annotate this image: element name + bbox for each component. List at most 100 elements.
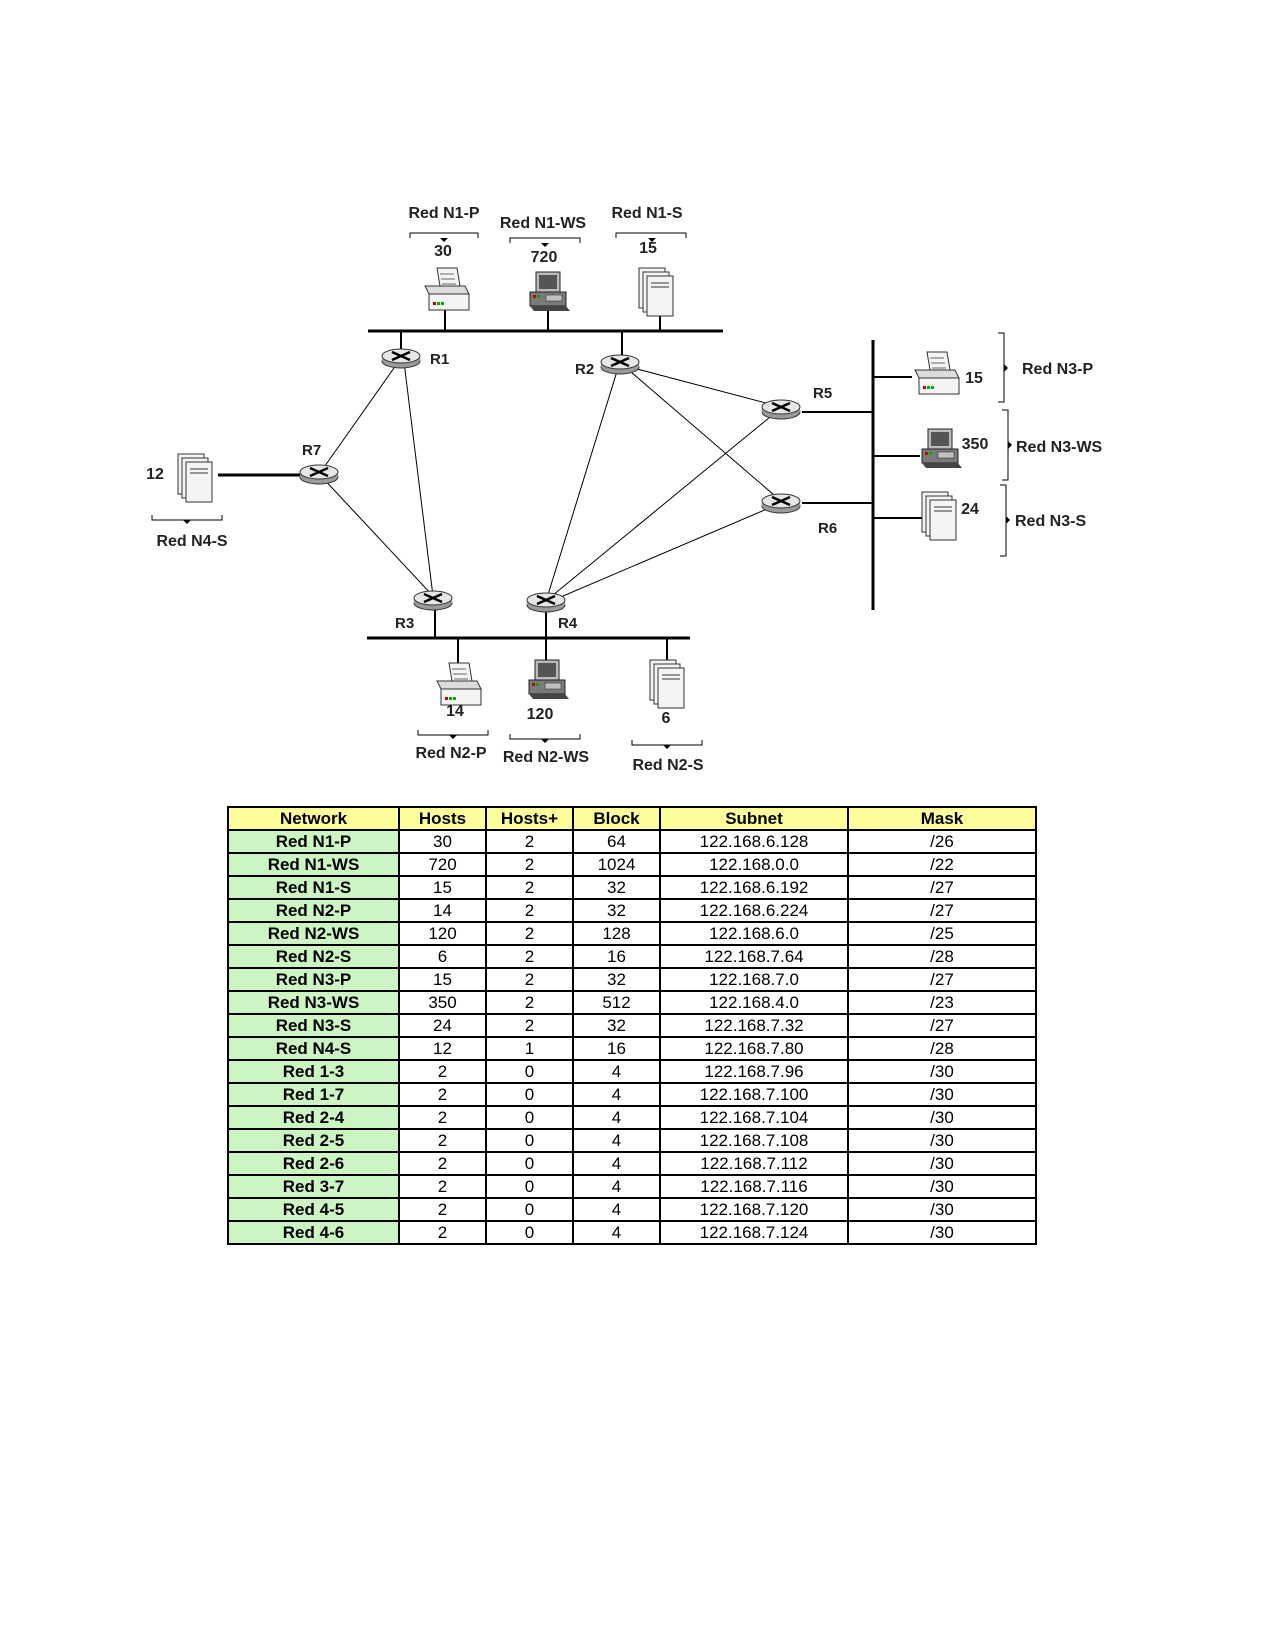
cell-block: 4 (572, 1220, 661, 1245)
router-r5-label: R5 (813, 385, 832, 402)
host-count-n2s: 6 (662, 710, 671, 727)
router-r4-label: R4 (558, 615, 578, 632)
cell-hosts: 12 (398, 1036, 487, 1061)
network-topology-diagram: R1 R2 R3 R4 R5 R6 R7 Red N1-P Red N1-WS … (146, 205, 1103, 774)
cell-network: Red N1-P (227, 829, 400, 854)
host-count-n3ws: 350 (962, 436, 989, 453)
network-label-n2ws: Red N2-WS (503, 749, 590, 766)
host-count-n1s: 15 (639, 240, 657, 257)
cell-subnet: 122.168.6.0 (659, 921, 849, 946)
cell-block: 64 (572, 829, 661, 854)
cell-hosts: 14 (398, 898, 487, 923)
cell-block: 4 (572, 1059, 661, 1084)
cell-mask: /30 (847, 1220, 1037, 1245)
link-r1-r7 (319, 357, 402, 474)
cell-subnet: 122.168.6.128 (659, 829, 849, 854)
subnet-table: Network Hosts Hosts+ Block Subnet Mask R… (227, 806, 1037, 1245)
router-r2-icon (599, 353, 641, 376)
cell-mask: /27 (847, 898, 1037, 923)
host-count-n4s: 12 (146, 466, 164, 483)
router-r4-icon (525, 591, 567, 614)
cell-mask: /27 (847, 967, 1037, 992)
server-icon-n3 (921, 491, 957, 541)
host-count-n3s: 24 (961, 501, 979, 518)
router-r2-label: R2 (575, 361, 594, 378)
server-icon-n4 (177, 453, 213, 503)
cell-network: Red N3-P (227, 967, 400, 992)
cell-hosts-plus: 0 (485, 1220, 574, 1245)
network-label-n3ws: Red N3-WS (1016, 439, 1103, 456)
link-r2-r5 (621, 364, 782, 408)
cell-network: Red N2-P (227, 898, 400, 923)
cell-subnet: 122.168.7.64 (659, 944, 849, 969)
header-mask: Mask (847, 806, 1037, 831)
link-r7-r3 (319, 474, 434, 597)
cell-subnet: 122.168.6.224 (659, 898, 849, 923)
cell-block: 32 (572, 1013, 661, 1038)
router-r6-icon (760, 492, 802, 515)
cell-hosts-plus: 2 (485, 990, 574, 1015)
router-r6-label: R6 (818, 520, 837, 537)
router-r7-label: R7 (302, 442, 321, 459)
cell-network: Red N3-S (227, 1013, 400, 1038)
link-r4-r6 (548, 502, 782, 603)
cell-mask: /23 (847, 990, 1037, 1015)
cell-hosts-plus: 2 (485, 829, 574, 854)
cell-hosts-plus: 0 (485, 1059, 574, 1084)
cell-hosts-plus: 2 (485, 944, 574, 969)
cell-hosts: 2 (398, 1220, 487, 1245)
cell-hosts: 2 (398, 1174, 487, 1199)
cell-network: Red 2-5 (227, 1128, 400, 1153)
link-r2-r4 (546, 367, 619, 599)
link-r2-r6 (623, 365, 782, 502)
cell-hosts: 2 (398, 1197, 487, 1222)
cell-mask: /25 (847, 921, 1037, 946)
cell-subnet: 122.168.7.124 (659, 1220, 849, 1245)
cell-hosts-plus: 0 (485, 1174, 574, 1199)
cell-network: Red N3-WS (227, 990, 400, 1015)
cell-block: 4 (572, 1082, 661, 1107)
workstation-icon-n2 (528, 659, 570, 700)
host-count-n1p: 30 (434, 243, 452, 260)
cell-network: Red 1-3 (227, 1059, 400, 1084)
host-count-n2ws: 120 (527, 706, 554, 723)
cell-mask: /27 (847, 1013, 1037, 1038)
printer-icon-n2 (436, 662, 482, 706)
header-hosts-plus: Hosts+ (485, 806, 574, 831)
network-label-n1s: Red N1-S (611, 205, 682, 222)
cell-hosts: 15 (398, 967, 487, 992)
cell-hosts: 2 (398, 1105, 487, 1130)
cell-mask: /30 (847, 1059, 1037, 1084)
cell-hosts-plus: 0 (485, 1105, 574, 1130)
label-brackets (151, 232, 1009, 746)
server-icon-n2 (649, 659, 685, 709)
cell-hosts: 120 (398, 921, 487, 946)
cell-mask: /22 (847, 852, 1037, 877)
cell-mask: /26 (847, 829, 1037, 854)
cell-subnet: 122.168.7.100 (659, 1082, 849, 1107)
cell-network: Red N1-S (227, 875, 400, 900)
cell-subnet: 122.168.7.32 (659, 1013, 849, 1038)
header-block: Block (572, 806, 661, 831)
cell-network: Red 3-7 (227, 1174, 400, 1199)
cell-mask: /28 (847, 944, 1037, 969)
cell-hosts-plus: 0 (485, 1082, 574, 1107)
cell-mask: /30 (847, 1151, 1037, 1176)
router-r3-icon (412, 589, 454, 612)
cell-block: 4 (572, 1105, 661, 1130)
cell-hosts-plus: 0 (485, 1197, 574, 1222)
router-r5-icon (760, 398, 802, 421)
printer-icon-n1 (424, 267, 470, 311)
cell-network: Red 4-6 (227, 1220, 400, 1245)
network-label-n3s: Red N3-S (1015, 513, 1086, 530)
cell-block: 16 (572, 944, 661, 969)
cell-block: 4 (572, 1151, 661, 1176)
cell-mask: /30 (847, 1128, 1037, 1153)
workstation-icon-n3 (921, 428, 963, 469)
